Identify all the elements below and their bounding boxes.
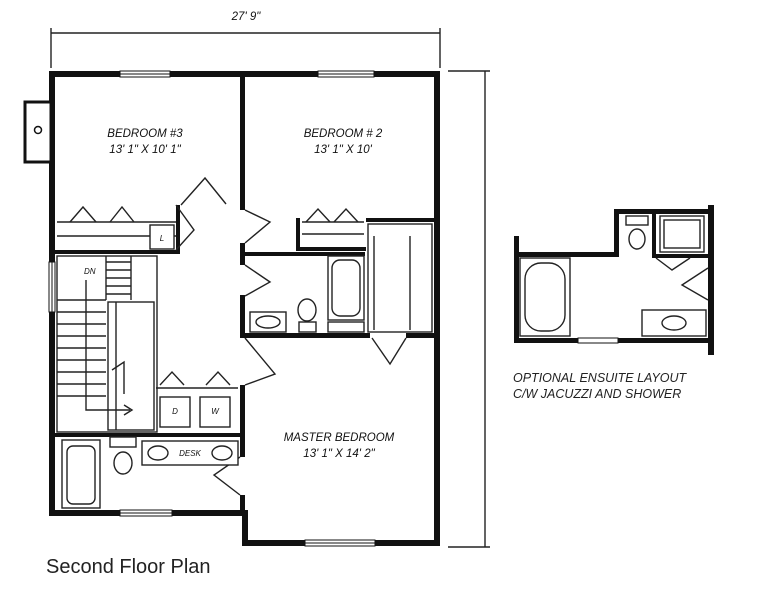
master-bedroom-size: 13' 1" X 14' 2" [303,448,375,460]
linen-closet-label: L [160,234,164,243]
interior-walls [55,77,434,512]
windows [48,70,376,547]
ensuite-note-line1: OPTIONAL ENSUITE LAYOUT [513,371,687,385]
staircase: DN [56,255,158,433]
bedroom3-size: 13' 1" X 10' 1" [109,144,181,156]
ensuite-note-line2: C/W JACUZZI AND SHOWER [513,387,682,401]
desk-label: DESK [179,449,201,458]
main-bath-fixtures [249,255,365,333]
dryer-label: D [172,407,178,416]
bedroom2-closet [302,207,364,235]
width-dimension: 27' 9" [50,11,441,68]
washer-label: W [211,407,220,416]
laundry-closet: D W [156,370,238,428]
plan-caption: Second Floor Plan [46,556,211,578]
width-dimension-label: 27' 9" [231,11,262,23]
optional-ensuite-layout [514,205,714,355]
master-closet [367,223,433,333]
lower-bath-fixtures: DESK [61,436,239,509]
stair-down-label: DN [84,267,96,276]
bedroom2-size: 13' 1" X 10' [314,144,373,156]
bedroom3-name: BEDROOM #3 [107,128,183,140]
master-bedroom-name: MASTER BEDROOM [284,432,395,444]
bedroom2-name: BEDROOM # 2 [304,128,383,140]
height-dimension [448,70,490,548]
bedroom3-closet: L [57,205,176,250]
chimney-box [23,100,53,164]
